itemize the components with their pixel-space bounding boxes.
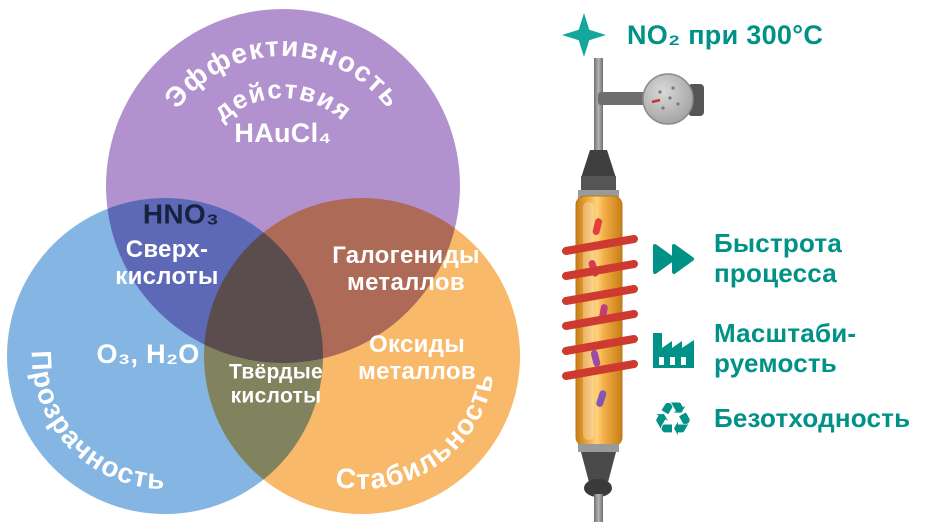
feature-scalability-label: Масштаби- руемость (714, 318, 857, 378)
recycle-icon: ♻ (652, 393, 694, 445)
reactor-apparatus-illustration (562, 58, 704, 522)
feature-speed-label: Быстрота процесса (714, 228, 842, 288)
venn-diagram: Эффективность действия Прозрачность Стаб… (7, 9, 520, 514)
feature-zero-waste-label: Безотходность (714, 403, 911, 434)
label-metal-oxides: Оксиды металлов (358, 331, 476, 385)
feature-zero-waste: ♻ Безотходность (650, 396, 910, 442)
label-superacids: Сверх- кислоты (115, 236, 219, 290)
headline-text: NO₂ при 300°C (627, 19, 824, 50)
heating-coil (562, 235, 638, 380)
factory-icon (650, 326, 696, 372)
label-ozone-water: O₃, H₂O (96, 338, 200, 369)
headline: NO₂ при 300°C (561, 12, 823, 58)
label-solid-acids: Твёрдые кислоты (229, 360, 323, 407)
star-icon (561, 12, 607, 58)
fast-forward-icon (650, 236, 696, 282)
label-hno3: HNO₃ (142, 198, 220, 230)
label-metal-halides: Галогениды металлов (332, 242, 480, 296)
feature-scalability: Масштаби- руемость (650, 318, 857, 379)
circle-stability (204, 198, 520, 514)
label-haucl4: HAuCl₄ (234, 117, 332, 148)
feature-speed: Быстрота процесса (650, 228, 842, 289)
